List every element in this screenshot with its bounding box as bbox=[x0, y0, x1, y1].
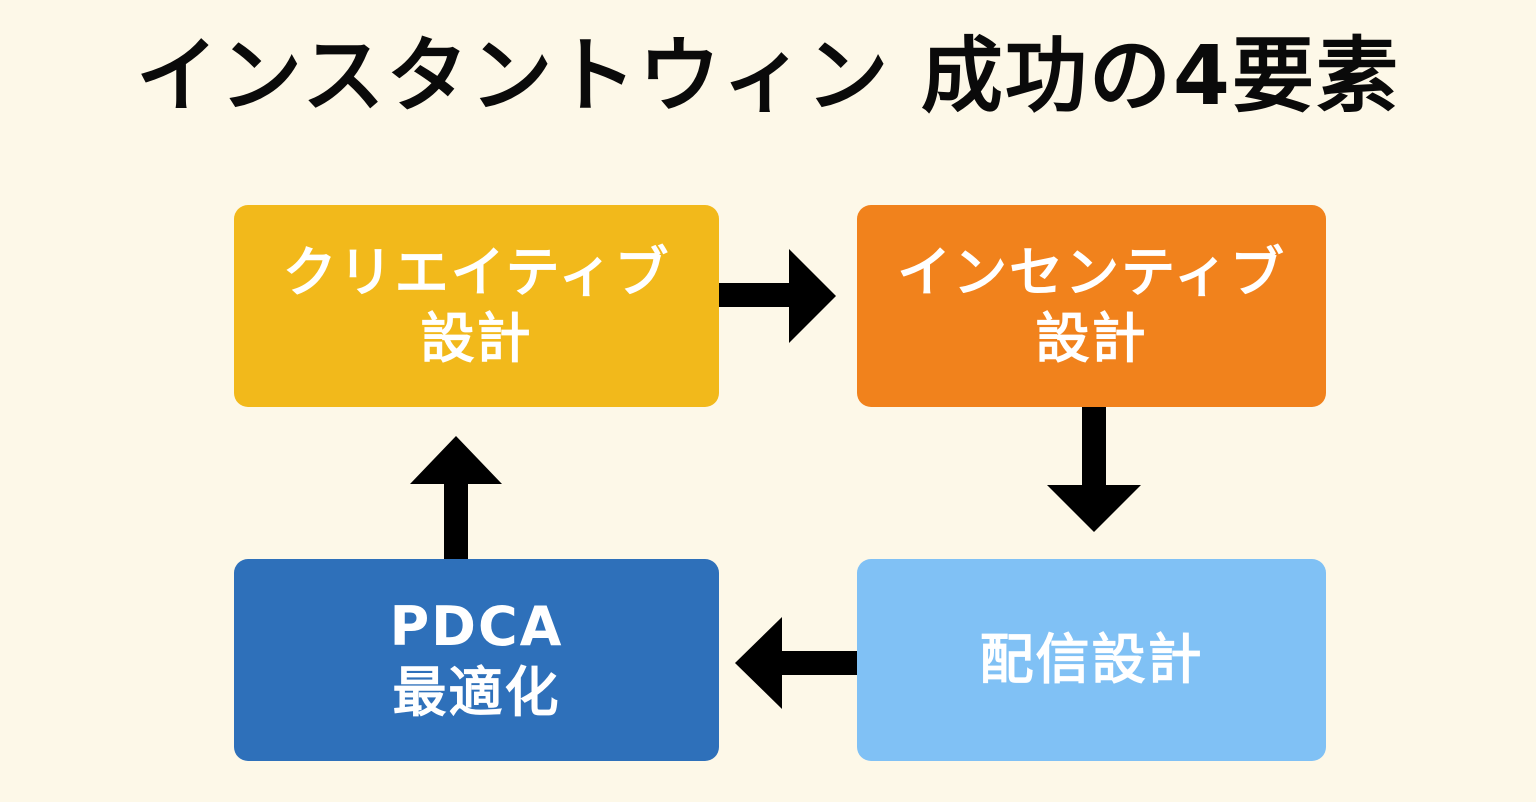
creative-design-line2: 設計 bbox=[420, 307, 533, 370]
creative-design-box: クリエイティブ 設計 bbox=[234, 205, 719, 407]
creative-design-line1: クリエイティブ bbox=[282, 241, 671, 304]
delivery-design-box: 配信設計 bbox=[857, 559, 1326, 761]
arrow-down-icon bbox=[1047, 407, 1141, 532]
incentive-design-line1: インセンティブ bbox=[897, 241, 1286, 304]
arrow-left-icon bbox=[735, 617, 857, 709]
delivery-design-label: 配信設計 bbox=[979, 628, 1204, 691]
incentive-design-line2: 設計 bbox=[1035, 307, 1148, 370]
arrow-up-icon bbox=[410, 436, 502, 559]
pdca-line2: 最適化 bbox=[392, 661, 561, 724]
pdca-optimization-box: PDCA 最適化 bbox=[234, 559, 719, 761]
diagram-title: インスタントウィン 成功の4要素 bbox=[136, 29, 1400, 124]
arrow-right-icon bbox=[719, 249, 836, 343]
pdca-line1: PDCA bbox=[389, 595, 564, 658]
incentive-design-box: インセンティブ 設計 bbox=[857, 205, 1326, 407]
